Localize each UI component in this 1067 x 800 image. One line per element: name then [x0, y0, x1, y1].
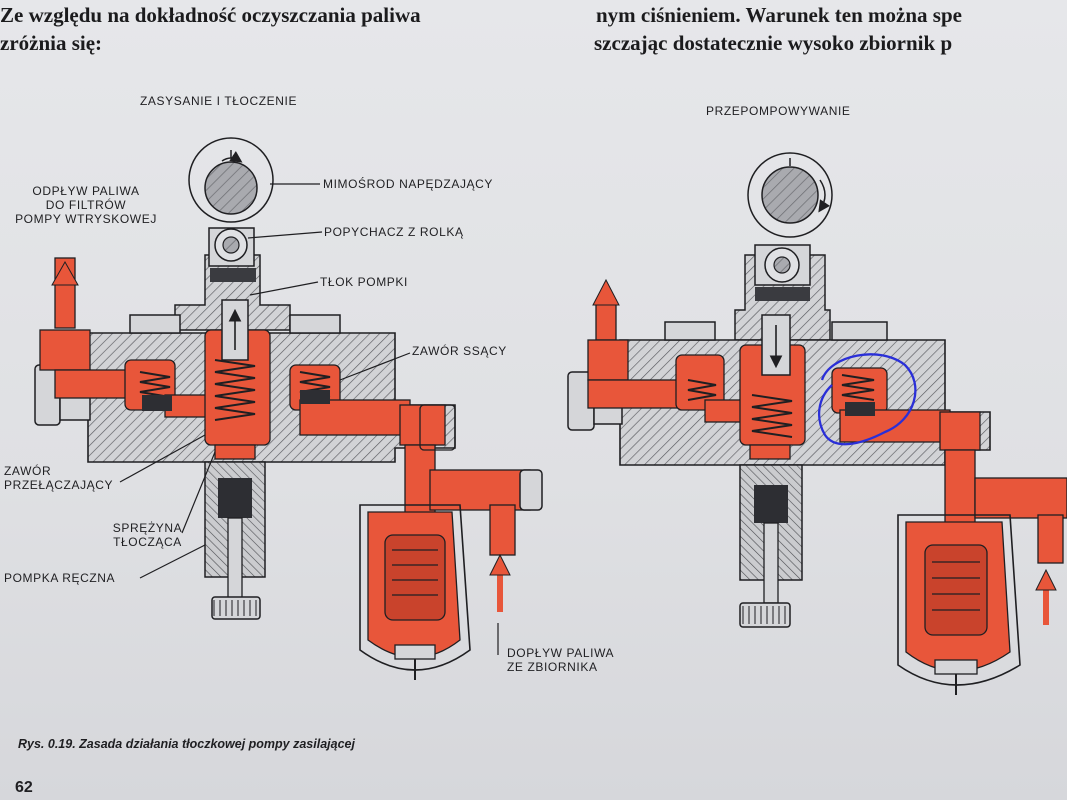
label-pusher: POPYCHACZ Z ROLKĄ — [324, 225, 464, 239]
blue-pen-circle — [817, 353, 917, 446]
label-inflow-line1: DOPŁYW PALIWA — [507, 646, 615, 660]
label-outflow-line1: ODPŁYW PALIWA — [32, 184, 140, 198]
label-outflow: ODPŁYW PALIWA DO FILTRÓW POMPY WTRYSKOWE… — [2, 184, 170, 226]
book-text-right-2: szczając dostatecznie wysoko zbiornik p — [594, 31, 953, 55]
label-switch-valve-line1: ZAWÓR — [4, 464, 52, 478]
book-text-right-1: nym ciśnieniem. Warunek ten można spe — [596, 3, 962, 27]
left-pump-diagram — [34, 137, 543, 680]
label-spring: SPRĘŻYNA TŁOCZĄCA — [90, 521, 205, 550]
label-piston: TŁOK POMPKI — [320, 275, 408, 289]
label-switch-valve: ZAWÓR PRZEŁĄCZAJĄCY — [4, 464, 114, 493]
figure-caption: Rys. 0.19. Zasada działania tłoczkowej p… — [18, 737, 355, 751]
label-outflow-line3: POMPY WTRYSKOWEJ — [15, 211, 157, 226]
right-pump-diagram — [567, 152, 1067, 695]
label-suction-valve: ZAWÓR SSĄCY — [412, 344, 507, 358]
right-diagram-title: PRZEPOMPOWYWANIE — [706, 104, 851, 118]
label-eccentric: MIMOŚROD NAPĘDZAJĄCY — [323, 177, 494, 191]
eccentric-left — [188, 137, 274, 223]
page-number: 62 — [15, 779, 33, 796]
book-text-left-1: Ze względu na dokładność oczyszczania pa… — [0, 3, 421, 27]
book-text-left-2: zróżnia się: — [0, 31, 103, 55]
label-hand-pump: POMPKA RĘCZNA — [4, 571, 116, 585]
label-spring-line2: TŁOCZĄCA — [113, 534, 182, 549]
left-diagram-title: ZASYSANIE I TŁOCZENIE — [140, 94, 298, 108]
label-switch-valve-line2: PRZEŁĄCZAJĄCY — [4, 477, 114, 492]
label-inflow-line2: ZE ZBIORNIKA — [507, 659, 598, 674]
label-inflow: DOPŁYW PALIWA ZE ZBIORNIKA — [507, 646, 615, 675]
label-outflow-line2: DO FILTRÓW — [45, 197, 127, 212]
label-spring-line1: SPRĘŻYNA — [112, 521, 183, 535]
